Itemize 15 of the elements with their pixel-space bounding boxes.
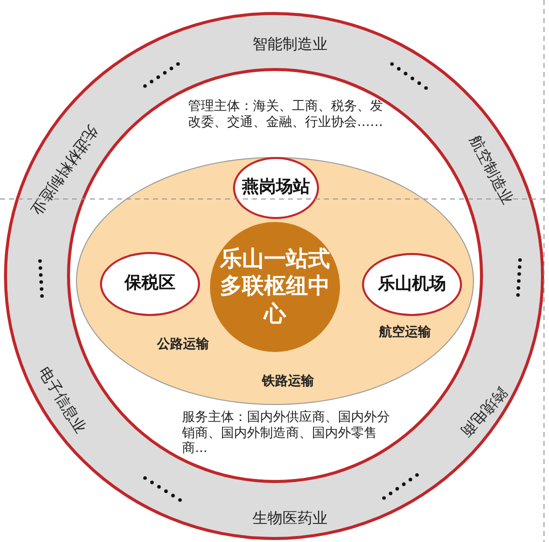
industry-label: 跨境电商 [457, 384, 511, 440]
transport-label: 公路运输 [157, 337, 209, 353]
industry-label: 生物医药业 [252, 509, 328, 527]
body-text: 管理主体：海关、工商、税务、发改委、交通、金融、行业协会…… [188, 99, 384, 130]
industry-label: 智能制造业 [252, 35, 328, 53]
body-text: 服务主体：国内外供应商、国内外分销商、国内外制造商、国内外零售商... [182, 410, 391, 457]
industry-label: 先进材料制造业 [26, 122, 102, 218]
industry-label: 电子信息业 [34, 363, 90, 437]
node-title: 乐山机场 [378, 274, 446, 296]
transport-label: 航空运输 [379, 325, 431, 341]
node-title: 保税区 [124, 273, 176, 295]
node-title: 乐山一站式多联枢纽中心 [219, 246, 331, 328]
transport-label: 铁路运输 [262, 374, 314, 390]
industry-label: 航空制造业 [465, 132, 517, 208]
node-title: 燕岗场站 [242, 177, 310, 199]
